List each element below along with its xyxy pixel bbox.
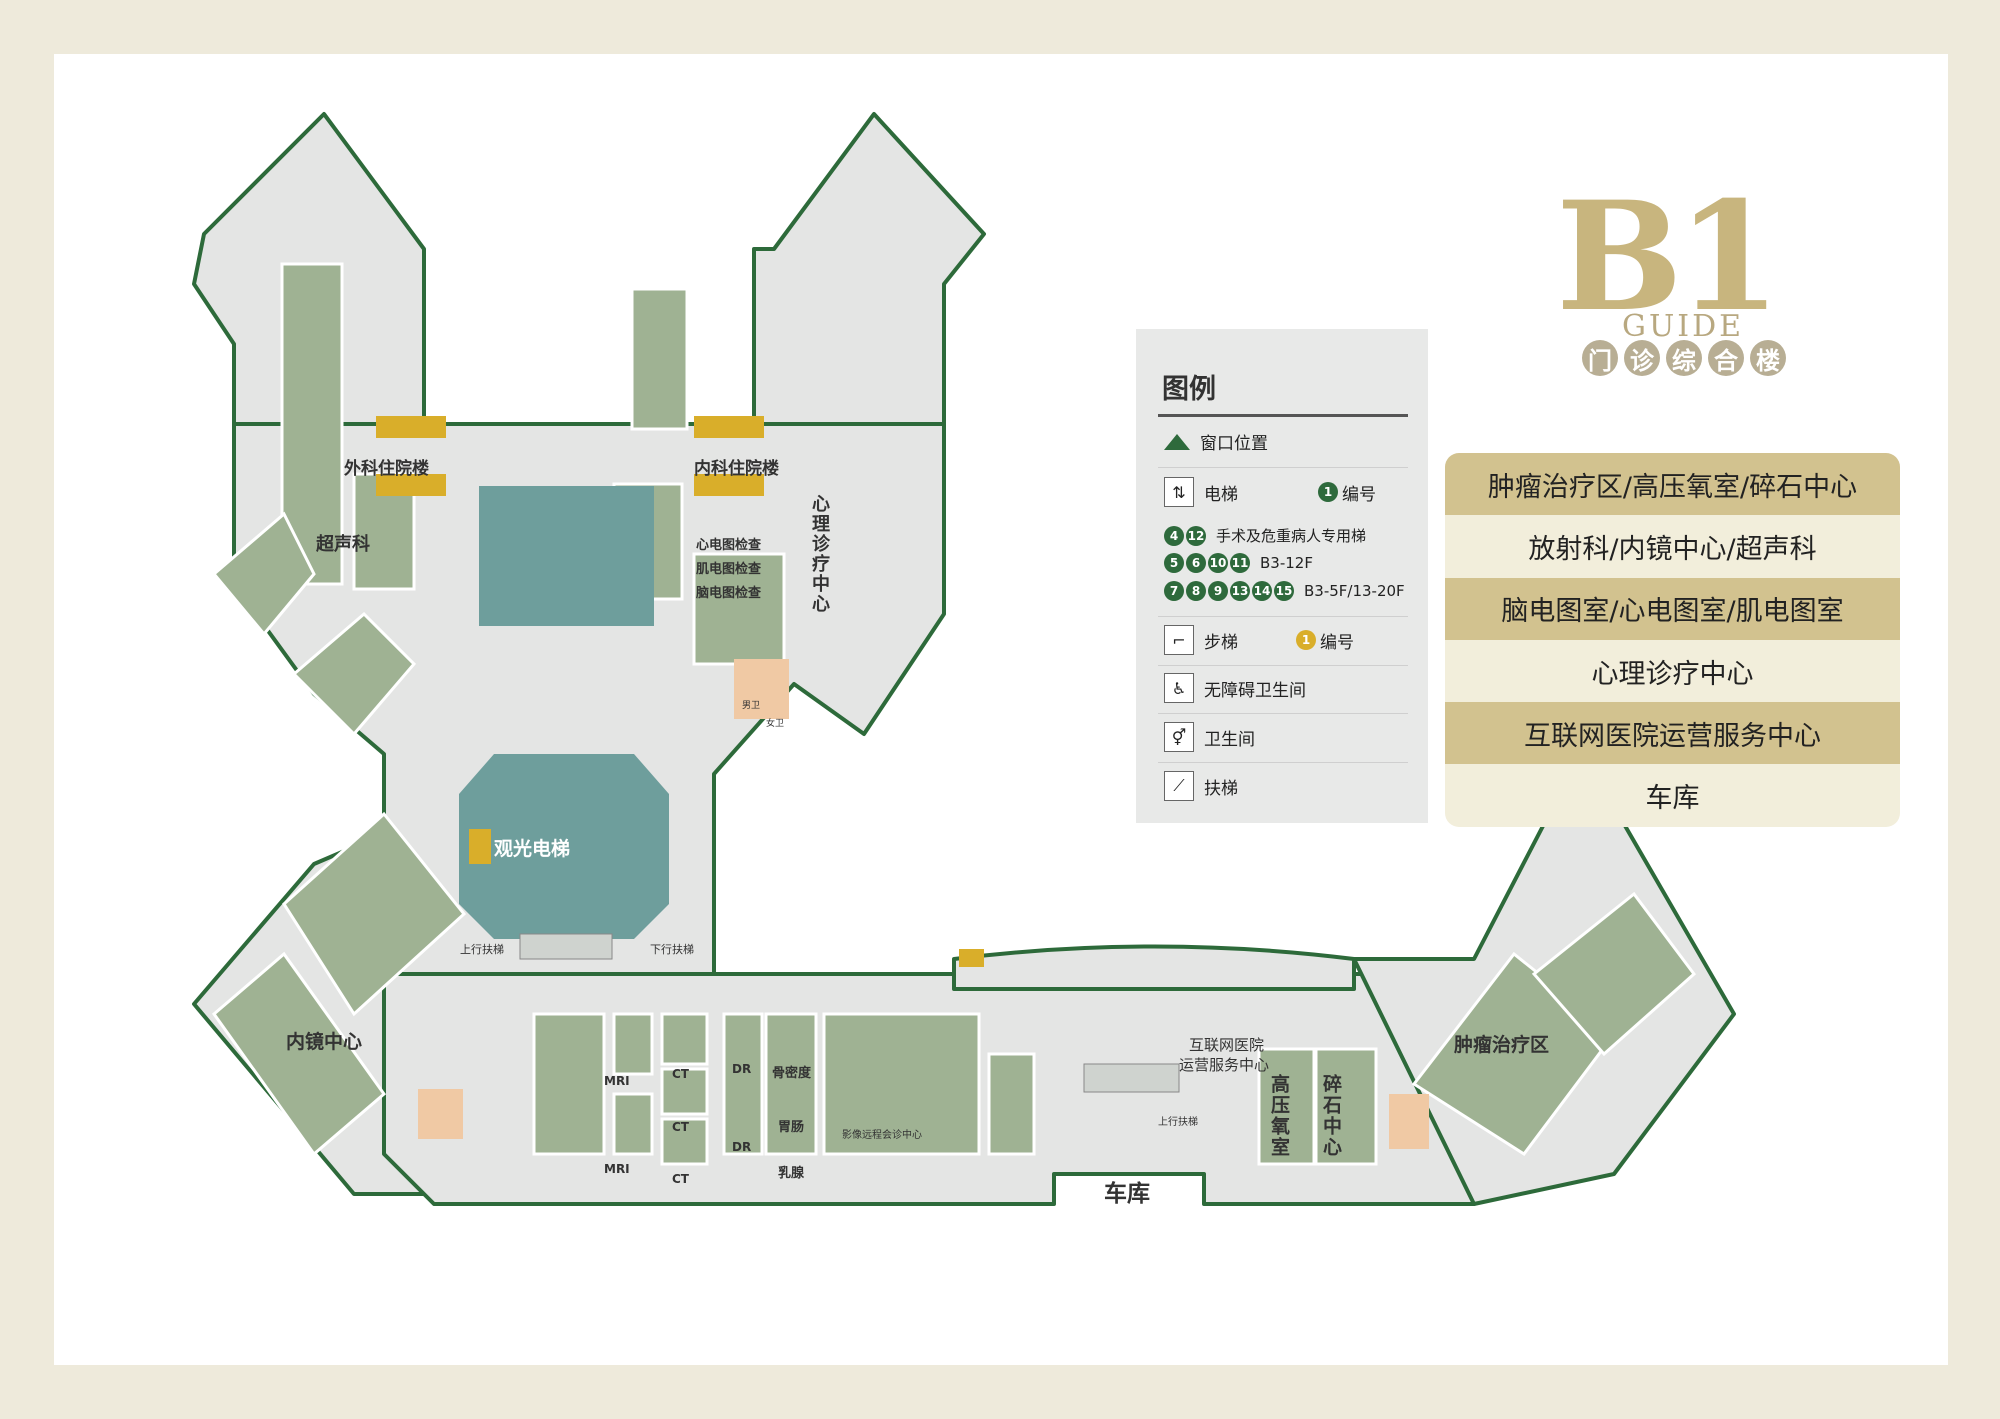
number-badge-icon: 1 [1318, 482, 1338, 502]
wc-block [418, 1089, 463, 1139]
map-sheet: B1 GUIDE 门 诊 综 合 楼 外科住院楼 内科住院楼 超声科 心理诊疗中… [54, 54, 1948, 1365]
stairs-icon: ⌐ [1164, 625, 1194, 655]
legend-elevator-row-3: 7 8 9 13 14 15 B3-5F/13-20F [1164, 581, 1405, 601]
legend-panel: 图例 窗口位置 ⇅ 电梯 1 编号 4 12 手术及危重病人专用梯 5 6 [1136, 329, 1428, 823]
mri-label: MRI [604, 1162, 630, 1176]
internet-hospital-label-2: 运营服务中心 [1179, 1056, 1270, 1074]
wc-block [1389, 1094, 1429, 1149]
mri-label: MRI [604, 1074, 630, 1088]
female-wc-label: 女卫 [766, 719, 785, 729]
bone-density-label: 骨密度 [772, 1066, 812, 1081]
male-wc-label: 男卫 [742, 701, 761, 711]
lithotripsy-label: 碎石中心 [1320, 1074, 1342, 1158]
emg-label: 肌电图检查 [696, 562, 762, 577]
legend-rule [1158, 414, 1408, 417]
down-escalator-label: 下行扶梯 [650, 943, 694, 956]
surgery-ward-label: 外科住院楼 [344, 459, 429, 479]
ct-label: CT [672, 1172, 689, 1186]
psych-center-label: 心理诊疗中心 [809, 494, 830, 614]
restroom-icon: ⚥ [1164, 722, 1194, 752]
wheelchair-icon: ♿ [1164, 673, 1194, 703]
hyperbaric-label: 高压氧室 [1268, 1074, 1290, 1158]
directory-item: 肿瘤治疗区/高压氧室/碎石中心 [1445, 453, 1900, 516]
directory-item: 心理诊疗中心 [1445, 639, 1900, 703]
building-char: 综 [1666, 340, 1702, 376]
legend-elevator: ⇅ 电梯 1 编号 [1164, 477, 1376, 507]
endoscopy-label: 内镜中心 [286, 1031, 363, 1053]
directory-item: 放射科/内镜中心/超声科 [1445, 515, 1900, 578]
up-escalator-label: 上行扶梯 [460, 943, 504, 956]
legend-accessible-wc: ♿ 无障碍卫生间 [1164, 673, 1306, 703]
building-char: 合 [1708, 340, 1744, 376]
oncology-label: 肿瘤治疗区 [1454, 1034, 1550, 1056]
directory-item: 脑电图室/心电图室/肌电图室 [1445, 577, 1900, 640]
legend-elevator-row-2: 5 6 10 11 B3-12F [1164, 553, 1313, 573]
sightseeing-elevator-shaft [459, 754, 669, 939]
legend-wc: ⚥ 卫生间 [1164, 722, 1255, 752]
guide-label: GUIDE [1622, 309, 1745, 344]
ecg-label: 心电图检查 [696, 538, 762, 553]
floor-title: B1 [1556, 169, 1781, 345]
up-escalator-label-2: 上行扶梯 [1158, 1117, 1198, 1128]
building-name: 门 诊 综 合 楼 [1582, 340, 1786, 376]
window-triangle-icon [1164, 433, 1190, 450]
rooms [211, 262, 1697, 1166]
escalators [519, 933, 1180, 1093]
floor-directory: 肿瘤治疗区/高压氧室/碎石中心 放射科/内镜中心/超声科 脑电图室/心电图室/肌… [1445, 453, 1900, 827]
ultrasound-label: 超声科 [316, 534, 370, 555]
directory-item: 互联网医院运营服务中心 [1445, 702, 1900, 765]
directory-item: 车库 [1445, 764, 1900, 827]
elevator-icon: ⇅ [1164, 477, 1194, 507]
escalator-icon: ⟋ [1164, 771, 1194, 801]
legend-escalator: ⟋ 扶梯 [1164, 771, 1238, 801]
garage-label: 车库 [1104, 1181, 1150, 1207]
ct-label: CT [672, 1067, 689, 1081]
legend-elevator-row-1: 4 12 手术及危重病人专用梯 [1164, 525, 1366, 546]
building-char: 诊 [1624, 340, 1660, 376]
building-char: 楼 [1750, 340, 1786, 376]
eeg-label: 脑电图检查 [696, 586, 762, 601]
imaging-consult-label: 影像远程会诊中心 [842, 1130, 922, 1141]
dr-label: DR [732, 1140, 752, 1154]
stairs-number-badge-icon: 1 [1296, 630, 1316, 650]
dr-label: DR [732, 1062, 752, 1076]
internet-hospital-label: 互联网医院 [1189, 1036, 1265, 1054]
legend-title: 图例 [1162, 374, 1216, 405]
legend-window: 窗口位置 [1164, 429, 1268, 454]
ct-label: CT [672, 1120, 689, 1134]
wc-block [734, 659, 789, 719]
atrium-pool [479, 486, 654, 626]
medicine-ward-label: 内科住院楼 [694, 459, 779, 479]
legend-stairs: ⌐ 步梯 1 编号 [1164, 625, 1354, 655]
mammo-label: 乳腺 [778, 1166, 805, 1181]
sightseeing-elevator-label: 观光电梯 [494, 838, 571, 860]
floor-plan [192, 112, 1736, 1206]
building-char: 门 [1582, 340, 1618, 376]
elevator-clusters [376, 416, 984, 967]
gastro-label: 胃肠 [778, 1120, 805, 1135]
